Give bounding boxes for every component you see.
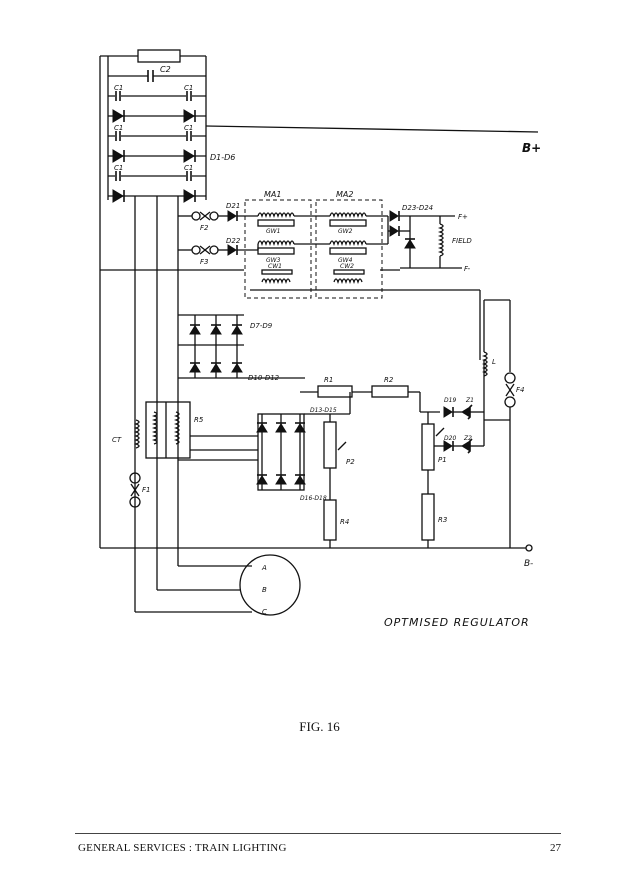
gw1-label: GW1 — [266, 228, 280, 235]
r1-label: R1 — [324, 376, 333, 384]
d20-label: D20 — [444, 435, 456, 442]
z2-label: Z2 — [463, 435, 472, 442]
alternator: A B C — [135, 554, 301, 616]
page-number: 27 — [550, 842, 561, 854]
r2-label: R2 — [384, 376, 394, 384]
gw3-label: GW3 — [266, 257, 281, 264]
r5-label: R5 — [194, 416, 204, 424]
f2-label: F2 — [200, 224, 209, 232]
ma1-label: MA1 — [264, 190, 281, 199]
bridge-d7-d12: D7-D9 D10-D12 — [178, 314, 305, 382]
d16-d18-label: D16-D18 — [300, 495, 327, 502]
ct-label: CT — [112, 436, 122, 444]
d23-d24-label: D23-D24 — [402, 204, 433, 212]
top-resistor-c2: C2 — [100, 49, 206, 82]
cw1-label: CW1 — [268, 263, 282, 270]
b-plus-label: B+ — [522, 141, 541, 155]
bridge-d13-d18: D13-D15 D16-D18 — [178, 392, 351, 502]
d19-label: D19 — [444, 397, 456, 404]
f1-label: F1 — [142, 486, 150, 494]
p2-label: P2 — [346, 458, 355, 466]
regulator-circuit-diagram: C2 C1 C1 C1 C1 C1 C1 D1-D6 B+ — [99, 49, 541, 629]
f3-label: F3 — [200, 258, 208, 266]
c1-label-3-right: C1 — [184, 164, 193, 172]
regulator-right: R1 R2 D19 Z1 D20 Z2 L F4 — [300, 299, 524, 548]
d22-label: D22 — [226, 237, 241, 245]
c1-label-top-left: C1 — [114, 84, 123, 92]
c1-label-top-right: C1 — [184, 84, 193, 92]
phase-c-label: C — [262, 608, 267, 616]
b-minus-rail: B- — [100, 544, 533, 569]
r4-label: R4 — [340, 518, 349, 526]
f-plus-label: F+ — [458, 213, 468, 221]
p1-label: P1 — [438, 456, 447, 464]
main-rectifier: C1 C1 C1 C1 C1 C1 D1-D6 B+ — [108, 84, 541, 203]
b-minus-label: B- — [524, 559, 533, 569]
ct-r5-f1: CT R5 F1 — [112, 401, 204, 508]
footer-rule — [75, 833, 561, 834]
f4-label: F4 — [516, 386, 524, 394]
potentiometers: P2 R4 P1 R3 — [323, 412, 447, 548]
d1-d6-label: D1-D6 — [210, 153, 235, 162]
cw2-label: CW2 — [340, 263, 354, 270]
z1-label: Z1 — [465, 397, 474, 404]
magnetic-amplifiers: MA1 MA2 F2 F3 D21 D22 GW1 GW2 — [178, 190, 481, 360]
c1-label-2-right: C1 — [184, 124, 193, 132]
d13-d15-label: D13-D15 — [310, 407, 337, 414]
ma2-label: MA2 — [336, 190, 353, 199]
gw4-label: GW4 — [338, 257, 353, 264]
l-label: L — [492, 358, 496, 366]
phase-b-label: B — [262, 586, 267, 594]
left-buses — [99, 56, 207, 612]
c1-label-2-left: C1 — [114, 124, 123, 132]
footer-section-title: GENERAL SERVICES : TRAIN LIGHTING — [78, 842, 287, 854]
c1-label-3-left: C1 — [114, 164, 123, 172]
f-minus-label: F- — [464, 265, 471, 273]
r3-label: R3 — [438, 516, 447, 524]
c2-label: C2 — [160, 65, 171, 74]
gw2-label: GW2 — [338, 228, 353, 235]
phase-a-label: A — [261, 564, 267, 572]
figure-caption: FIG. 16 — [299, 719, 340, 734]
field-circuit: D23-D24 F+ FIELD F- — [387, 204, 472, 273]
diagram-title: OPTMISED REGULATOR — [384, 616, 530, 629]
d7-d9-label: D7-D9 — [250, 322, 273, 330]
d10-d12-label: D10-D12 — [248, 374, 280, 382]
field-label: FIELD — [452, 237, 472, 245]
d21-label: D21 — [226, 202, 240, 210]
